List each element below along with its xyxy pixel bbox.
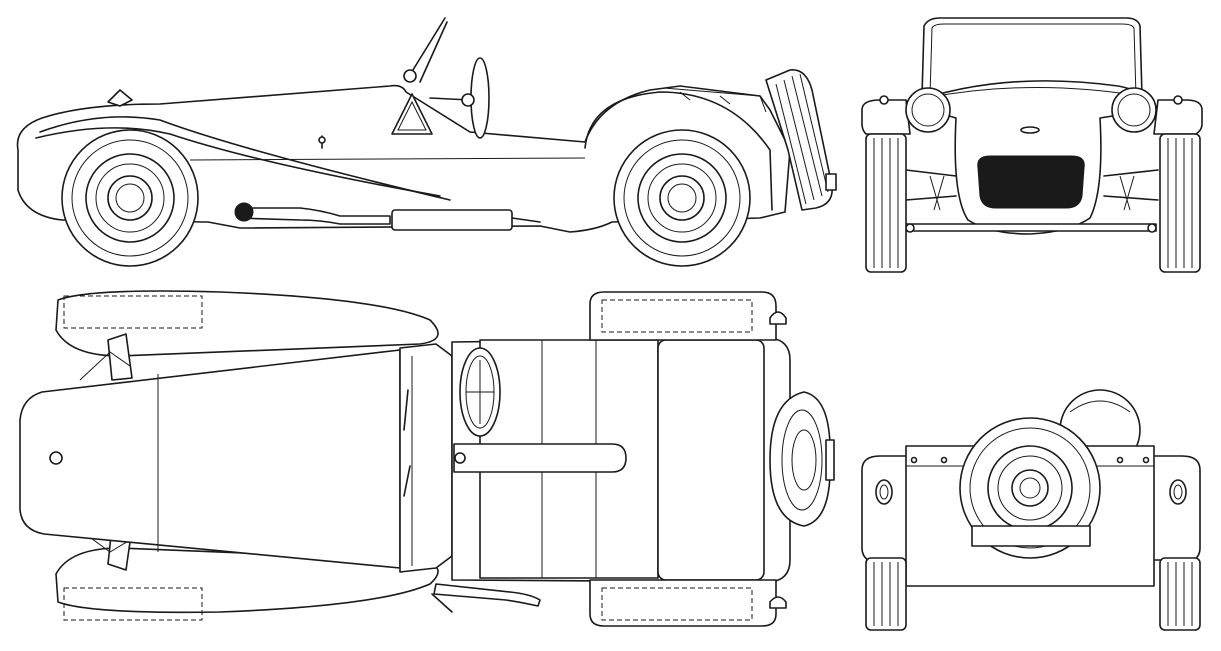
side-exhaust-silencer	[391, 209, 513, 231]
top-transmission-tunnel	[453, 443, 627, 473]
side-exhaust-pipe	[237, 207, 391, 225]
rear-spare-wheel	[959, 417, 1101, 559]
side-body-line	[189, 157, 586, 161]
rear-left-tyre	[865, 557, 907, 631]
side-windscreen-frame-2	[419, 21, 448, 83]
front-right-tyre	[1159, 133, 1201, 273]
top-rear-right-wing	[589, 579, 777, 627]
rear-number-plate-bracket	[971, 525, 1091, 547]
side-seat-triangle	[391, 93, 433, 135]
front-axle-beam	[905, 223, 1157, 232]
side-view	[16, 17, 837, 267]
top-bonnet	[19, 349, 401, 569]
top-exhaust	[433, 583, 541, 607]
front-suspension	[905, 169, 1159, 201]
top-rear-deck	[657, 339, 765, 581]
top-front-left-wing	[55, 290, 439, 357]
front-view	[861, 17, 1203, 273]
top-left-headlamp	[107, 333, 133, 381]
front-windscreen	[921, 17, 1143, 97]
top-view	[19, 290, 835, 627]
front-badge	[1020, 126, 1040, 134]
side-front-wing-lower	[35, 127, 441, 197]
rear-right-wing	[1151, 455, 1201, 561]
rear-left-lamp	[875, 479, 893, 505]
rear-right-tyre	[1159, 557, 1201, 631]
front-right-headlamp	[1111, 87, 1157, 133]
side-headlamp	[107, 89, 133, 107]
side-rear-wheel	[613, 129, 751, 267]
front-radiator-grille	[977, 155, 1085, 209]
rear-view	[861, 389, 1201, 631]
front-left-tyre	[865, 133, 907, 273]
front-right-wing	[1153, 99, 1203, 135]
side-windscreen-frame	[407, 17, 446, 79]
top-spare-wheel	[769, 391, 831, 527]
top-front-right-wing	[55, 547, 439, 614]
front-left-wing	[861, 99, 911, 135]
side-front-wing	[39, 116, 451, 201]
rear-right-lamp	[1169, 479, 1187, 505]
front-left-headlamp	[905, 87, 951, 133]
side-front-wheel	[61, 129, 199, 267]
top-rear-left-wing	[589, 291, 777, 341]
rear-left-wing	[861, 455, 911, 561]
side-rear-wing	[584, 91, 773, 211]
top-scuttle	[399, 343, 453, 573]
